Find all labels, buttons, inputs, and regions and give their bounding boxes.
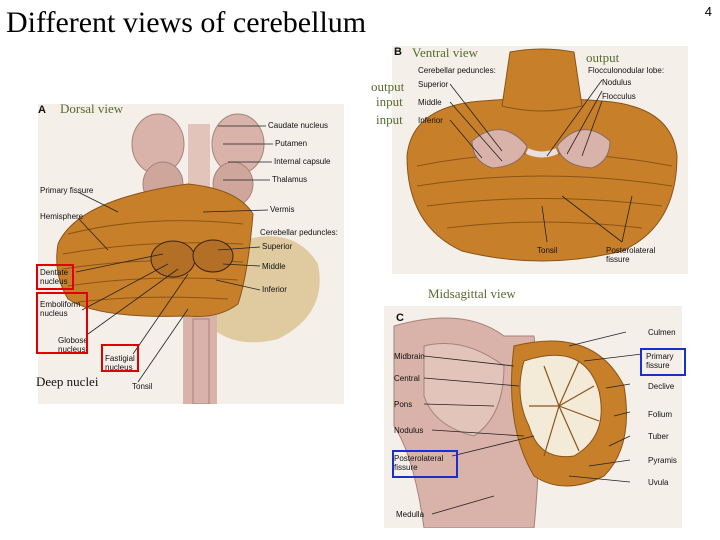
label-posterolateral-fissure-ventral: Posterolateral fissure xyxy=(606,246,656,264)
note-dorsal-view: Dorsal view xyxy=(60,101,124,116)
ventral-illustration xyxy=(406,48,678,262)
label-flocculus: Flocculus xyxy=(602,92,636,101)
label-emboliform-nucleus: Emboliform nucleus xyxy=(40,300,81,318)
highlight-fastigial-nucleus xyxy=(101,344,139,372)
label-cerebellar-peduncles: Cerebellar peduncles: xyxy=(260,228,338,237)
label-internal-capsule: Internal capsule xyxy=(274,157,331,166)
ventral-view-figure: B Cerebellar peduncles: Superior Middle … xyxy=(392,46,688,274)
label-declive: Declive xyxy=(648,382,675,391)
label-central: Central xyxy=(394,374,420,383)
label-tuber: Tuber xyxy=(648,432,669,441)
label-vermis: Vermis xyxy=(270,205,295,214)
slide-title: Different views of cerebellum xyxy=(6,6,367,39)
panel-a-letter: A xyxy=(38,104,46,116)
label-culmen: Culmen xyxy=(648,328,676,337)
label-uvula: Uvula xyxy=(648,478,669,487)
label-tonsil-ventral: Tonsil xyxy=(537,246,558,255)
highlight-primary-fissure xyxy=(640,348,686,376)
midsagittal-illustration xyxy=(393,317,643,528)
label-cerebellar-peduncles-ventral: Cerebellar peduncles: xyxy=(418,66,496,75)
highlight-dentate-nucleus xyxy=(36,264,74,290)
label-tonsil: Tonsil xyxy=(132,382,153,391)
label-pyramis: Pyramis xyxy=(648,456,677,465)
label-nodulus-sagittal: Nodulus xyxy=(394,426,424,435)
label-posterolateral-fissure-sagittal: Posterolateral fissure xyxy=(394,454,444,472)
label-fastigial-nucleus: Fastigial nucleus xyxy=(105,354,135,372)
label-primary-fissure: Primary fissure xyxy=(40,186,94,195)
label-globose-nucleus: Globose nucleus xyxy=(58,336,88,354)
midsagittal-view-figure: C Culmen Primary fissure Declive Folium … xyxy=(384,306,682,528)
highlight-posterolateral-fissure xyxy=(392,450,458,478)
label-middle: Middle xyxy=(262,262,286,271)
page-number: 4 xyxy=(704,4,712,19)
panel-b-letter: B xyxy=(394,46,402,58)
label-superior-ventral: Superior xyxy=(418,80,449,89)
label-caudate-nucleus: Caudate nucleus xyxy=(268,121,329,130)
dorsal-view-figure: A Caudate nucleus Putamen Internal capsu… xyxy=(38,104,344,404)
label-flocculonodular-lobe: Flocculonodular lobe: xyxy=(588,66,665,75)
highlight-emboliform-globose xyxy=(36,292,88,354)
label-midbrain: Midbrain xyxy=(394,352,425,361)
label-folium: Folium xyxy=(648,410,673,419)
label-nodulus-ventral: Nodulus xyxy=(602,78,632,87)
label-inferior: Inferior xyxy=(262,285,287,294)
note-deep-nuclei: Deep nuclei xyxy=(36,374,99,389)
note-output-top: output xyxy=(586,50,620,65)
note-input-1: input xyxy=(376,94,403,109)
panel-c-letter: C xyxy=(396,312,404,324)
label-inferior-ventral: Inferior xyxy=(418,116,443,125)
dorsal-illustration xyxy=(56,113,320,404)
label-putamen: Putamen xyxy=(275,139,308,148)
label-primary-fissure-sagittal: Primary fissure xyxy=(646,352,674,370)
label-hemisphere: Hemisphere xyxy=(40,212,84,221)
note-midsagittal-view: Midsagittal view xyxy=(428,286,516,301)
label-thalamus: Thalamus xyxy=(272,175,308,184)
label-middle-ventral: Middle xyxy=(418,98,442,107)
note-ventral-view: Ventral view xyxy=(412,45,479,60)
label-pons: Pons xyxy=(394,400,413,409)
label-medulla: Medulla xyxy=(396,510,425,519)
note-output-left: output xyxy=(371,79,405,94)
label-superior: Superior xyxy=(262,242,293,251)
note-input-2: input xyxy=(376,112,403,127)
label-dentate-nucleus: Dentate nucleus xyxy=(40,268,69,286)
